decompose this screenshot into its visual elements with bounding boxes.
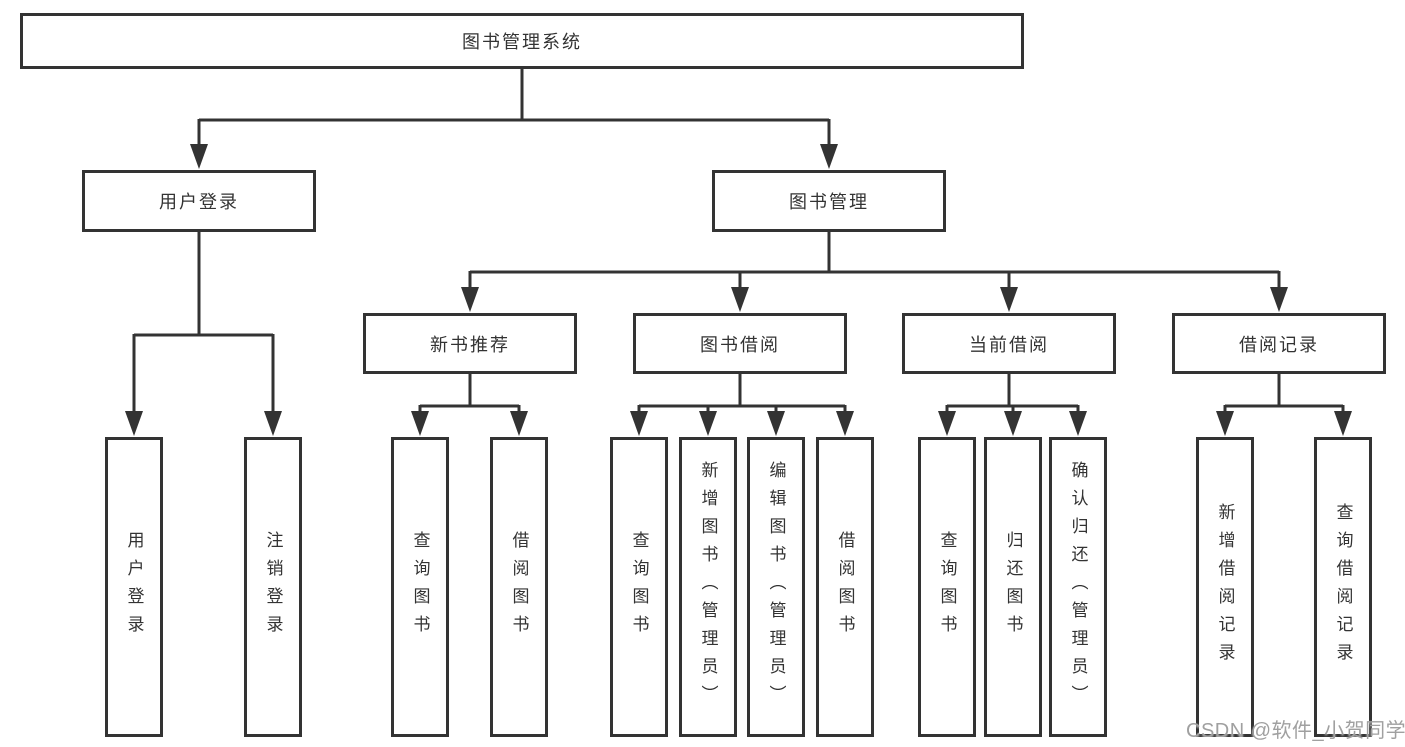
node-current-borrow: 当前借阅 (902, 313, 1116, 374)
leaf-borrow-edit-books-admin: 编辑图书（管理员） (747, 437, 805, 737)
leaf-borrow-edit-books-admin-label: 编辑图书（管理员） (766, 461, 786, 713)
leaf-borrow-borrow-books-label: 借阅图书 (835, 531, 855, 643)
leaf-records-query-record-label: 查询借阅记录 (1333, 503, 1353, 671)
connector-root-to-level2 (190, 69, 838, 169)
connector-current-children (938, 374, 1087, 436)
csdn-watermark: CSDN @软件_小贺同学 (1186, 720, 1405, 742)
leaf-newbook-query-books: 查询图书 (391, 437, 449, 737)
node-borrow-records-label: 借阅记录 (1239, 334, 1319, 355)
leaf-borrow-add-books-admin-label: 新增图书（管理员） (698, 461, 718, 713)
leaf-records-query-record: 查询借阅记录 (1314, 437, 1372, 737)
leaf-current-query-books: 查询图书 (918, 437, 976, 737)
node-new-book-recommend: 新书推荐 (363, 313, 577, 374)
leaf-current-return-books: 归还图书 (984, 437, 1042, 737)
leaf-records-add-record-label: 新增借阅记录 (1215, 503, 1235, 671)
node-current-borrow-label: 当前借阅 (969, 334, 1049, 355)
leaf-current-confirm-return-admin-label: 确认归还（管理员） (1068, 461, 1088, 713)
leaf-borrow-query-books: 查询图书 (610, 437, 668, 737)
node-book-borrow: 图书借阅 (633, 313, 847, 374)
connector-book-mgmt-children (461, 232, 1288, 312)
node-user-login: 用户登录 (82, 170, 316, 232)
connector-borrow-children (630, 374, 854, 436)
leaf-newbook-borrow-books-label: 借阅图书 (509, 531, 529, 643)
node-book-borrow-label: 图书借阅 (700, 334, 780, 355)
leaf-logout-label: 注销登录 (263, 531, 283, 643)
leaf-newbook-borrow-books: 借阅图书 (490, 437, 548, 737)
node-borrow-records: 借阅记录 (1172, 313, 1386, 374)
leaf-user-login-label: 用户登录 (124, 531, 144, 643)
leaf-logout: 注销登录 (244, 437, 302, 737)
leaf-borrow-query-books-label: 查询图书 (629, 531, 649, 643)
node-root-label: 图书管理系统 (462, 32, 582, 52)
connector-user-login-children (125, 232, 282, 436)
leaf-current-query-books-label: 查询图书 (937, 531, 957, 643)
connector-new-book-children (411, 374, 528, 436)
leaf-borrow-borrow-books: 借阅图书 (816, 437, 874, 737)
leaf-current-return-books-label: 归还图书 (1003, 531, 1023, 643)
node-book-management-label: 图书管理 (789, 192, 869, 212)
leaf-user-login: 用户登录 (105, 437, 163, 737)
node-root: 图书管理系统 (20, 13, 1024, 69)
node-user-login-label: 用户登录 (159, 192, 239, 212)
leaf-current-confirm-return-admin: 确认归还（管理员） (1049, 437, 1107, 737)
node-book-management: 图书管理 (712, 170, 946, 232)
node-new-book-recommend-label: 新书推荐 (430, 334, 510, 355)
leaf-records-add-record: 新增借阅记录 (1196, 437, 1254, 737)
leaf-newbook-query-books-label: 查询图书 (410, 531, 430, 643)
leaf-borrow-add-books-admin: 新增图书（管理员） (679, 437, 737, 737)
connector-records-children (1216, 374, 1352, 436)
